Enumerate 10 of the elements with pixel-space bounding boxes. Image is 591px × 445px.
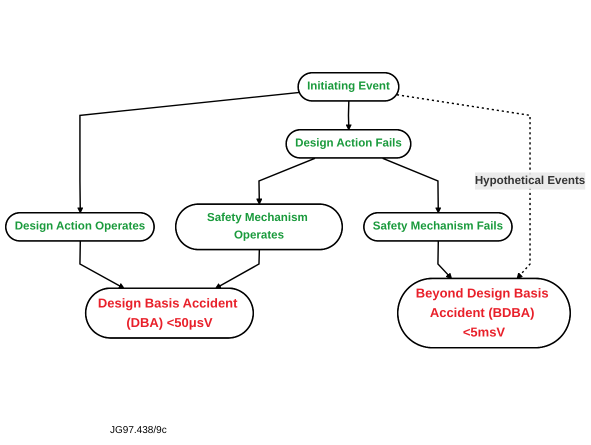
arrow xyxy=(214,250,260,289)
arrow xyxy=(256,157,316,204)
arrow xyxy=(79,241,125,289)
arrow xyxy=(346,101,352,130)
figure-code: JG97.438/9c xyxy=(110,425,167,436)
arrow xyxy=(77,91,300,214)
arrow xyxy=(437,241,452,279)
arrow xyxy=(396,94,531,279)
edge-label: Hypothetical Events xyxy=(474,174,586,187)
arrow xyxy=(382,157,442,214)
